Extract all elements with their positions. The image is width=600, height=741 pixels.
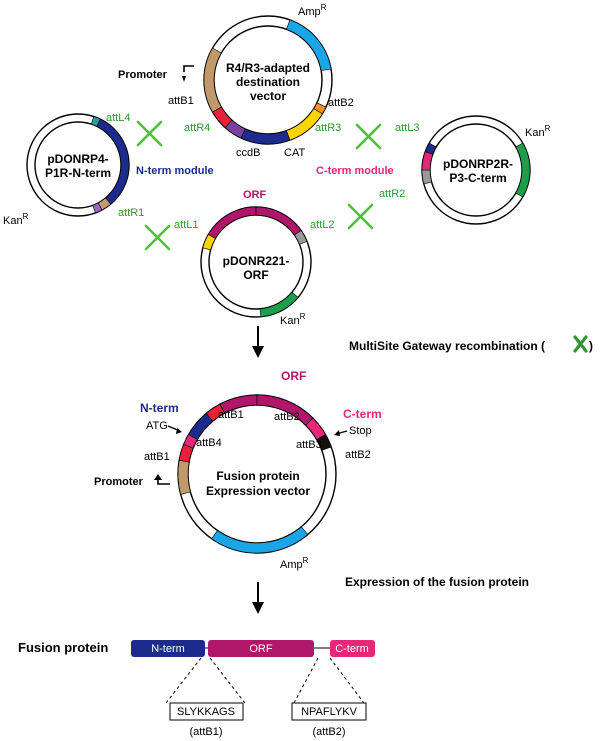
multisite-recombination-label: MultiSite Gateway recombination ( <box>349 339 545 353</box>
expression-stop-segment <box>316 434 332 451</box>
cross-x-icon <box>144 224 171 251</box>
amp-segment <box>286 19 332 71</box>
fusion-c-term-block <box>330 640 375 657</box>
expression-amp-label: AmpR <box>280 556 309 571</box>
promoter-arrow-icon <box>157 480 170 485</box>
seq2-box <box>291 702 367 721</box>
sequence-attB1: SLYKKAGS <box>177 706 235 718</box>
sequence-attB2: NPAFLYKV <box>301 706 357 718</box>
attR1-label: attR1 <box>118 207 144 219</box>
down-arrow-icon <box>252 582 264 614</box>
promoter-arrowhead <box>182 76 186 82</box>
stop-arrowhead <box>334 430 340 436</box>
orf-donor-kan-segment <box>259 291 299 318</box>
orf-donor-kan-label: KanR <box>280 312 306 327</box>
n-donor-segments <box>90 116 130 214</box>
attL3-label: attL3 <box>395 122 419 134</box>
c-term-module-label: C-term module <box>316 165 394 177</box>
fusion-n-term-block <box>131 640 205 657</box>
atg-arrowhead <box>176 428 182 434</box>
destination-vector-plasmid: R4/R3-adapted destination vector AmpR Pr… <box>118 3 354 159</box>
c-donor-title-line1: pDONRP2R- <box>443 157 513 171</box>
attR2-label: attR2 <box>379 188 405 200</box>
orf-donor-plasmid: ORF pDONR221- ORF attL1 attL2 KanR <box>174 189 334 327</box>
n-donor-title-line1: pDONRP4- <box>47 152 108 166</box>
destination-vector-title-line2: destination <box>236 75 300 89</box>
promoter-segment <box>203 47 222 113</box>
promoter-label: Promoter <box>118 69 168 81</box>
expression-attB2-outer-label: attB2 <box>345 449 371 461</box>
expression-vector-plasmid: ORF N-term C-term ATG Stop attB1 attB2 a… <box>94 369 382 571</box>
expression-vector-segments <box>177 394 332 554</box>
destination-vector-title-line1: R4/R3-adapted <box>226 61 310 75</box>
cross-x-icon <box>347 203 374 230</box>
destination-vector-title-line3: vector <box>250 89 286 103</box>
n-donor-kan-label: KanR <box>3 212 29 227</box>
cross-x-icon <box>355 123 382 150</box>
cross-x-icon <box>136 120 163 147</box>
c-donor-gray-segment <box>421 169 432 185</box>
attL2-segment <box>294 230 308 245</box>
destination-vector-segments <box>203 19 332 145</box>
fusion-orf-label: ORF <box>249 643 273 655</box>
expression-attB1-outer-label: attB1 <box>144 451 170 463</box>
expression-orf-label: ORF <box>281 369 306 383</box>
orf-label: ORF <box>243 189 267 201</box>
orf-donor-segments <box>202 206 308 318</box>
orf-donor-title-line1: pDONR221- <box>223 254 290 268</box>
seq1-box <box>169 702 244 721</box>
atg-label: ATG <box>146 420 168 432</box>
expression-attB1-label: attB1 <box>218 409 244 421</box>
fusion-c-term-label: C-term <box>335 643 369 655</box>
attR1-segment <box>92 202 103 214</box>
expression-amp-segment <box>211 526 309 554</box>
fusion-n-term-label: N-term <box>151 643 185 655</box>
n-term-donor-plasmid: pDONRP4- P1R-N-term N-term module attL4 … <box>3 112 214 227</box>
attL2-label: attL2 <box>310 219 334 231</box>
fusion-orf-block <box>208 640 314 657</box>
attL3-segment <box>424 142 437 155</box>
expression-vector-title-line2: Expression vector <box>206 484 310 498</box>
amp-resistance-label: AmpR <box>298 3 327 18</box>
cross-x-icon <box>573 335 588 353</box>
stop-label: Stop <box>349 425 372 437</box>
attL4-label: attL4 <box>106 112 130 124</box>
c-donor-kan-label: KanR <box>525 124 551 139</box>
attB3-label: attB3 <box>296 439 322 451</box>
orf-donor-title-line2: ORF <box>243 268 268 282</box>
sequence-attB1-caption: (attB1) <box>189 726 222 738</box>
c-donor-title-line2: P3-C-term <box>449 171 506 185</box>
down-arrow-icon <box>252 326 264 358</box>
attR4-label: attR4 <box>184 122 210 134</box>
callout-lines <box>165 657 365 704</box>
c-donor-segments <box>421 142 531 198</box>
ccdB-segment <box>240 128 291 145</box>
expression-c-term-label: C-term <box>343 407 382 421</box>
multisite-close-paren: ) <box>589 339 593 353</box>
expression-attB2-label: attB2 <box>274 411 300 423</box>
fusion-protein-label: Fusion protein <box>18 640 108 655</box>
c-donor-kan-segment <box>515 142 531 198</box>
expression-of-fusion-label: Expression of the fusion protein <box>345 575 529 589</box>
n-term-module-label: N-term module <box>136 165 214 177</box>
ccdB-label: ccdB <box>236 147 260 159</box>
attB4-label: attB4 <box>196 437 222 449</box>
expression-promoter-arrowhead <box>154 474 162 480</box>
c-term-donor-plasmid: pDONRP2R- P3-C-term C-term module attL3 … <box>316 115 551 225</box>
n-donor-title-line2: P1R-N-term <box>45 166 111 180</box>
expression-n-term-segment <box>188 413 214 440</box>
attL1-segment <box>202 234 216 251</box>
expression-promoter-label: Promoter <box>94 476 144 488</box>
cat-label: CAT <box>284 147 305 159</box>
sequence-attB2-caption: (attB2) <box>312 726 345 738</box>
attB2-label: attB2 <box>328 97 354 109</box>
attB1-label: attB1 <box>168 95 194 107</box>
expression-n-term-label: N-term <box>140 401 179 415</box>
attR3-label: attR3 <box>315 122 341 134</box>
promoter-arrow-icon <box>183 65 194 72</box>
expression-vector-title-line1: Fusion protein <box>216 469 299 483</box>
attL1-label: attL1 <box>174 219 198 231</box>
